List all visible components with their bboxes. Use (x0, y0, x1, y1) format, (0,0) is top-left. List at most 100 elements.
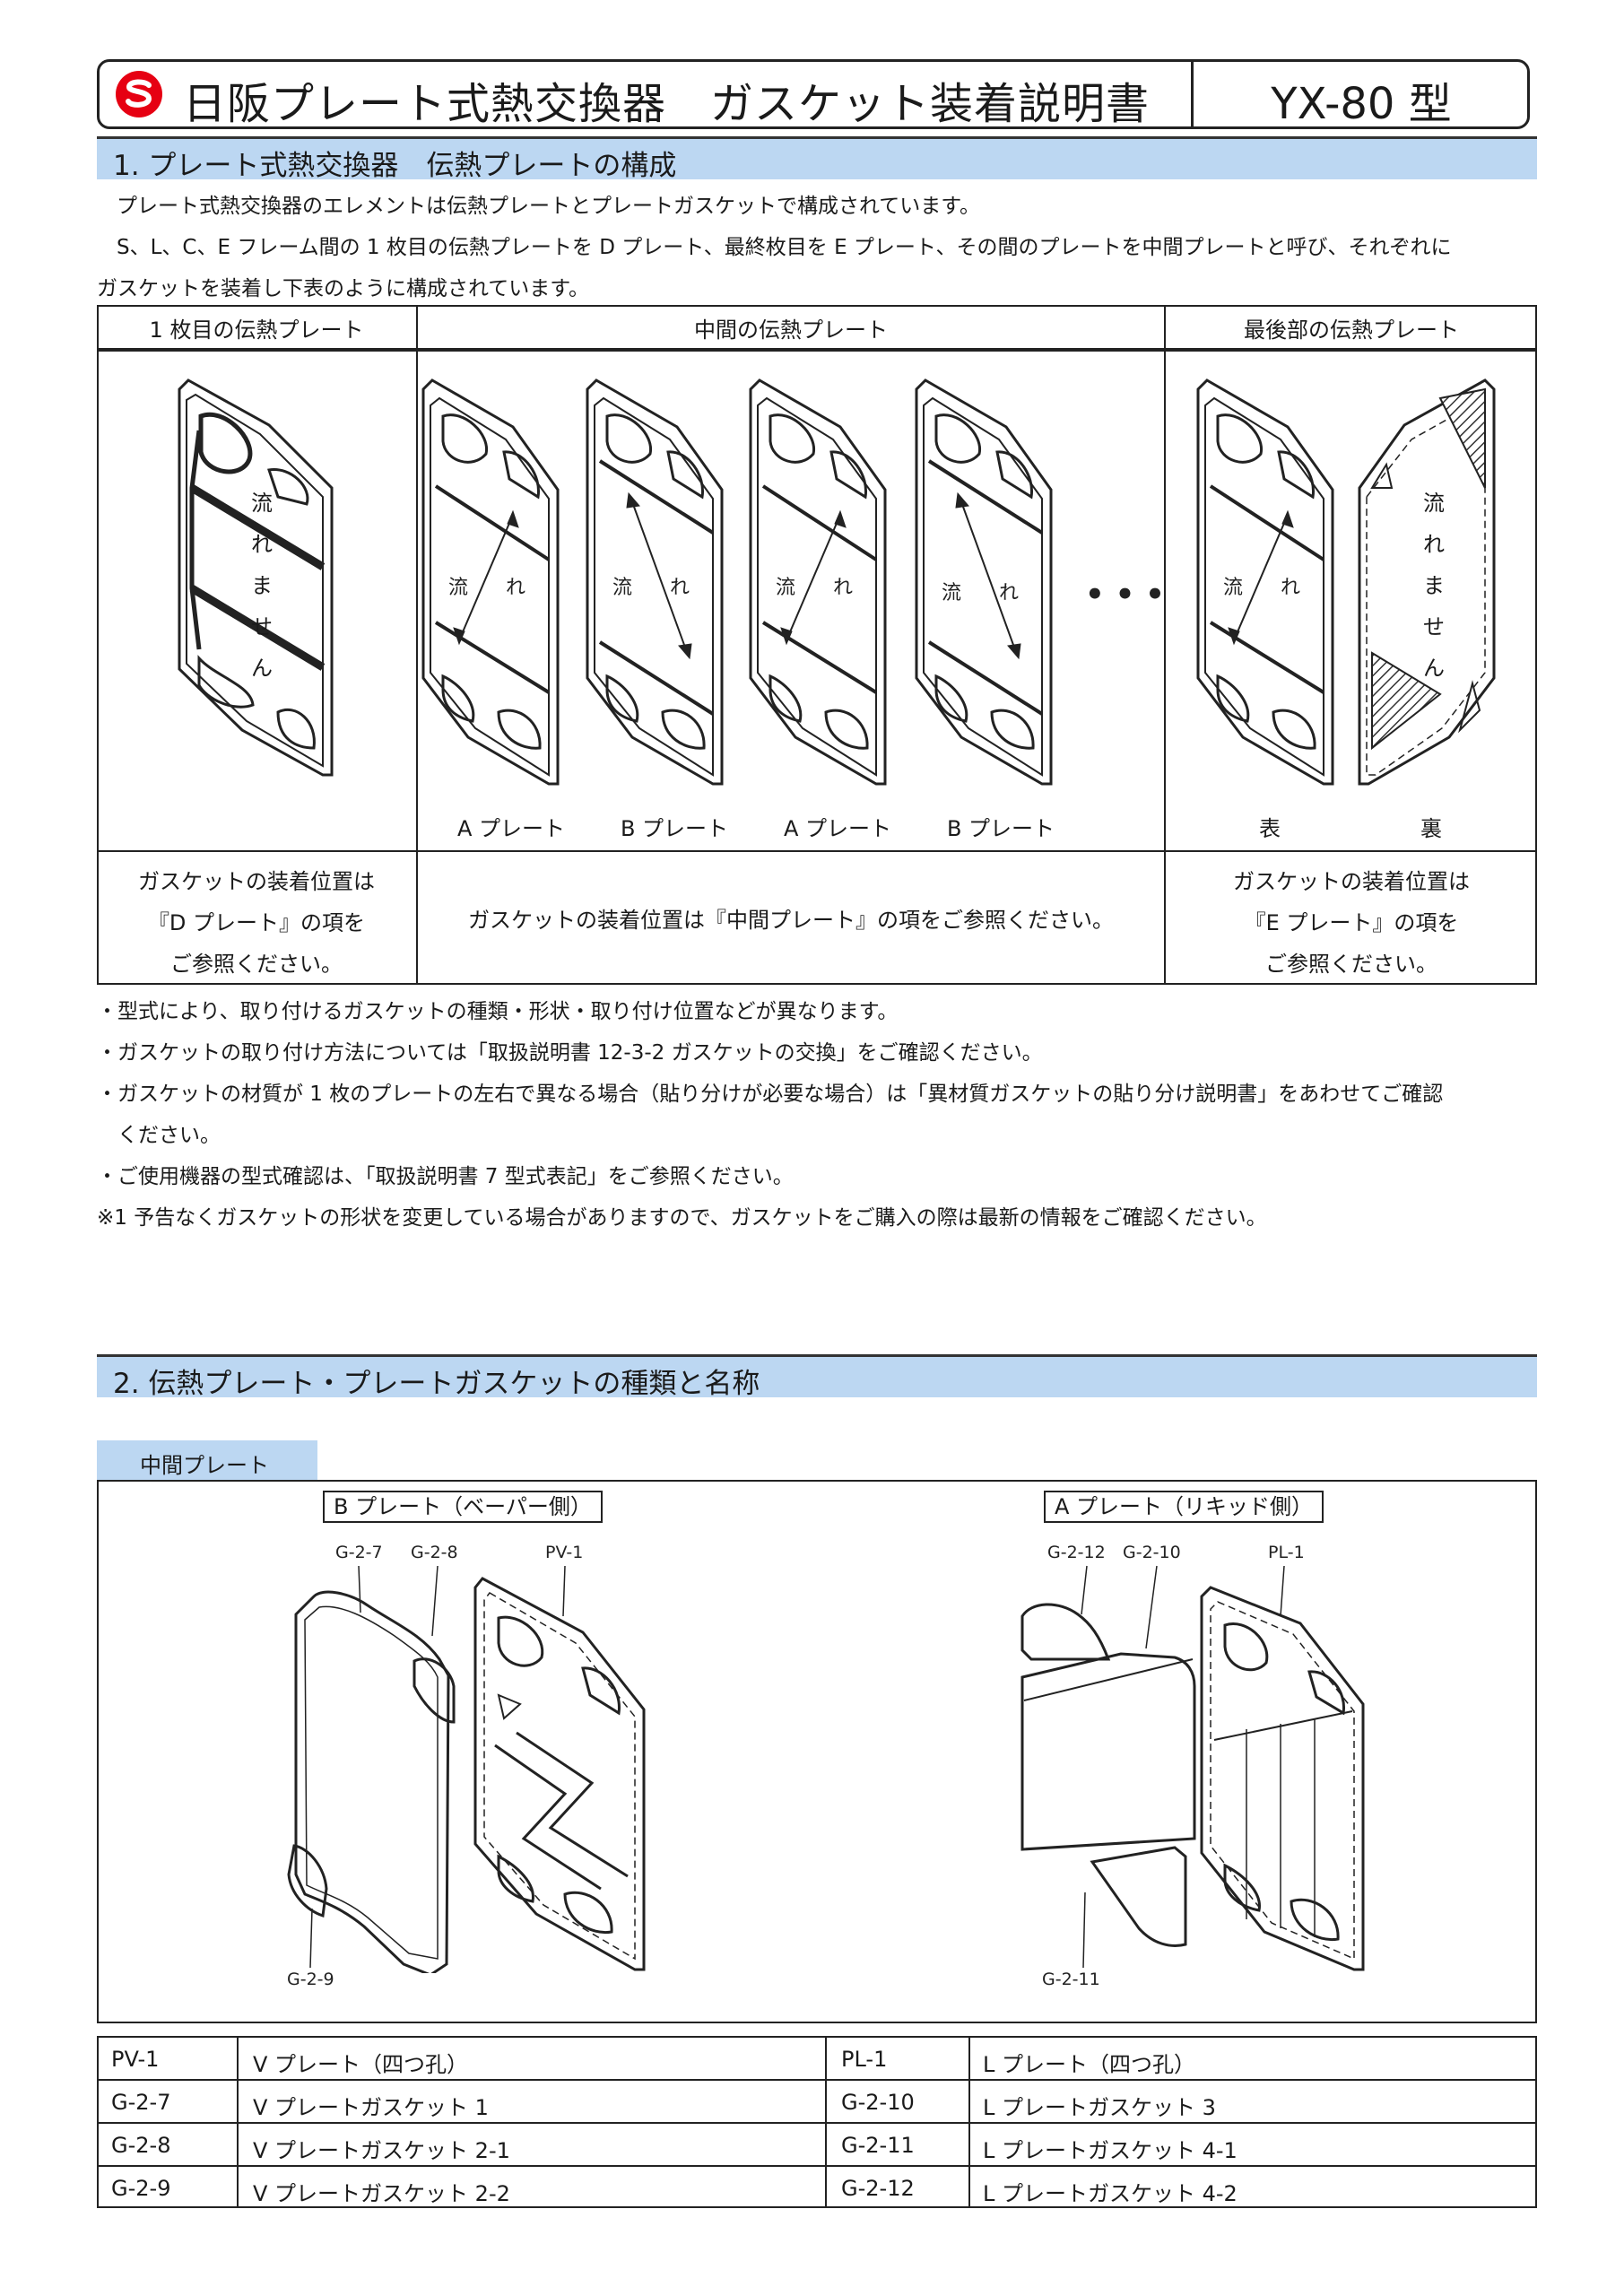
note-3: ・ガスケットの材質が 1 枚のプレートの左右で異なる場合（貼り分けが必要な場合）… (97, 1083, 1444, 1106)
table-header-rule (97, 348, 1537, 352)
middle-plate-tab: 中間プレート (97, 1440, 317, 1480)
d-plate-drawing (178, 378, 334, 777)
part-name: V プレート（四つ孔） (253, 2052, 469, 2077)
plate-label-a-2: A プレート (783, 816, 892, 841)
part-code: G-2-10 (841, 2090, 915, 2115)
b-plate-label: B プレート（ベーパー側） (323, 1491, 603, 1523)
no-flow-char: ま (251, 573, 273, 598)
plate-label-a-1: A プレート (456, 816, 566, 841)
no-flow-char: ま (1423, 573, 1445, 598)
svg-text:れ: れ (506, 577, 525, 599)
note-3-cont: ください。 (97, 1124, 221, 1147)
table-col-rule-1 (416, 305, 418, 985)
svg-text:流: 流 (448, 577, 468, 599)
a-plate-1-drawing: 流 れ (421, 378, 560, 786)
part-name: L プレートガスケット 3 (983, 2095, 1216, 2120)
svg-text:流: 流 (1223, 577, 1243, 599)
no-flow-char: れ (251, 532, 273, 557)
no-flow-char: 流 (1423, 491, 1445, 516)
d-ref-line: ご参照ください。 (170, 952, 343, 977)
plate-label-b-2: B プレート (946, 816, 1055, 841)
section1-heading-text: 1. プレート式熱交換器 伝熱プレートの構成 (113, 150, 677, 182)
no-flow-char: せ (1423, 614, 1445, 639)
no-flow-char: せ (251, 614, 273, 639)
code-g-2-9: G-2-9 (287, 1970, 334, 1989)
parts-table-rule (97, 2079, 1537, 2081)
plate-label-b-1: B プレート (620, 816, 729, 841)
d-plate-reference: ガスケットの装着位置は 『D プレート』の項を ご参照ください。 (97, 861, 416, 985)
intro-paragraph-2: S、L、C、E フレーム間の 1 枚目の伝熱プレートを D プレート、最終枚目を… (117, 236, 1452, 259)
part-code: PL-1 (841, 2047, 888, 2072)
code-g-2-12: G-2-12 (1047, 1543, 1106, 1562)
part-code: G-2-11 (841, 2133, 915, 2158)
parts-exploded-diagram (287, 1565, 1365, 1973)
parts-table-col-rule (825, 2036, 827, 2208)
a-plate-2-drawing: 流 れ (749, 378, 887, 786)
plate-label-front: 表 (1259, 816, 1281, 841)
page-title: 日阪プレート式熱交換器 ガスケット装着説明書 (183, 79, 1151, 129)
no-flow-char: 流 (251, 491, 273, 516)
part-code: PV-1 (111, 2047, 160, 2072)
composition-table (97, 305, 1537, 985)
part-name: V プレートガスケット 1 (253, 2095, 489, 2120)
code-g-2-8: G-2-8 (411, 1543, 458, 1562)
section2-heading: 2. 伝熱プレート・プレートガスケットの種類と名称 (97, 1354, 1537, 1400)
middle-plate-reference: ガスケットの装着位置は『中間プレート』の項をご参照ください。 (468, 908, 1114, 933)
svg-text:流: 流 (776, 577, 795, 599)
table-col-rule-2 (1164, 305, 1166, 985)
title-box (97, 59, 1530, 129)
d-ref-line: 『D プレート』の項を (147, 910, 366, 935)
no-flow-char: ん (1423, 656, 1445, 681)
part-name: L プレートガスケット 4-1 (983, 2138, 1238, 2163)
code-pl-1: PL-1 (1268, 1543, 1305, 1562)
table-row-rule (97, 850, 1537, 852)
note-1: ・型式により、取り付けるガスケットの種類・形状・取り付け位置などが異なります。 (97, 1000, 899, 1023)
svg-text:れ: れ (670, 577, 690, 599)
plate-illustrations: 流 れ 流 れ 流 れ (178, 378, 1496, 786)
parts-table-col-rule (968, 2036, 970, 2208)
svg-text:れ: れ (833, 577, 853, 599)
svg-text:流: 流 (612, 577, 632, 599)
code-g-2-7: G-2-7 (335, 1543, 383, 1562)
b-plate-1-drawing: 流 れ (586, 378, 724, 786)
e-plate-no-flow-label: 流 れ ま せ ん (1420, 483, 1447, 689)
note-2: ・ガスケットの取り付け方法については「取扱説明書 12-3-2 ガスケットの交換… (97, 1041, 1043, 1065)
title-divider (1191, 62, 1194, 126)
section2-heading-text: 2. 伝熱プレート・プレートガスケットの種類と名称 (113, 1368, 760, 1400)
hisaka-logo-icon (116, 71, 162, 117)
part-name: V プレートガスケット 2-2 (253, 2181, 510, 2206)
note-5: ※1 予告なくガスケットの形状を変更している場合がありますので、ガスケットをご購… (97, 1206, 1267, 1230)
svg-text:れ: れ (999, 582, 1019, 604)
parts-table-rule (97, 2165, 1537, 2167)
ellipsis-dots: • • • (1085, 577, 1165, 613)
code-pv-1: PV-1 (545, 1543, 584, 1562)
col-header-first-plate: 1 枚目の伝熱プレート (149, 317, 364, 343)
intro-paragraph-1: プレート式熱交換器のエレメントは伝熱プレートとプレートガスケットで構成されていま… (117, 195, 981, 218)
no-flow-char: れ (1423, 532, 1445, 557)
e-plate-reference: ガスケットの装着位置は 『E プレート』の項を ご参照ください。 (1166, 861, 1537, 985)
svg-text:れ: れ (1281, 577, 1300, 599)
parts-table-col-rule (237, 2036, 239, 2208)
part-name: V プレートガスケット 2-1 (253, 2138, 510, 2163)
d-plate-no-flow-label: 流 れ ま せ ん (248, 483, 275, 689)
e-ref-line: ご参照ください。 (1265, 952, 1437, 977)
svg-text:流: 流 (942, 582, 961, 604)
note-4: ・ご使用機器の型式確認は、「取扱説明書 7 型式表記」をご参照ください。 (97, 1165, 794, 1188)
middle-plate-tab-text: 中間プレート (140, 1453, 269, 1478)
parts-diagram-frame (97, 1480, 1537, 2023)
code-g-2-11: G-2-11 (1042, 1970, 1100, 1989)
a-plate-label: A プレート（リキッド側） (1044, 1491, 1324, 1523)
part-code: G-2-9 (111, 2176, 171, 2201)
e-ref-line: 『E プレート』の項を (1244, 910, 1459, 935)
part-code: G-2-7 (111, 2090, 171, 2115)
section1-heading: 1. プレート式熱交換器 伝熱プレートの構成 (97, 136, 1537, 182)
col-header-middle-plate: 中間の伝熱プレート (694, 317, 888, 343)
a-plate-parts-drawing (1020, 1565, 1365, 1971)
code-g-2-10: G-2-10 (1123, 1543, 1181, 1562)
e-ref-line: ガスケットの装着位置は (1233, 869, 1470, 894)
b-plate-2-drawing: 流 れ (915, 378, 1053, 786)
e-plate-back-drawing (1358, 378, 1496, 786)
part-code: G-2-8 (111, 2133, 171, 2158)
e-plate-front-drawing: 流 れ (1196, 378, 1334, 786)
parts-table-rule (97, 2122, 1537, 2124)
